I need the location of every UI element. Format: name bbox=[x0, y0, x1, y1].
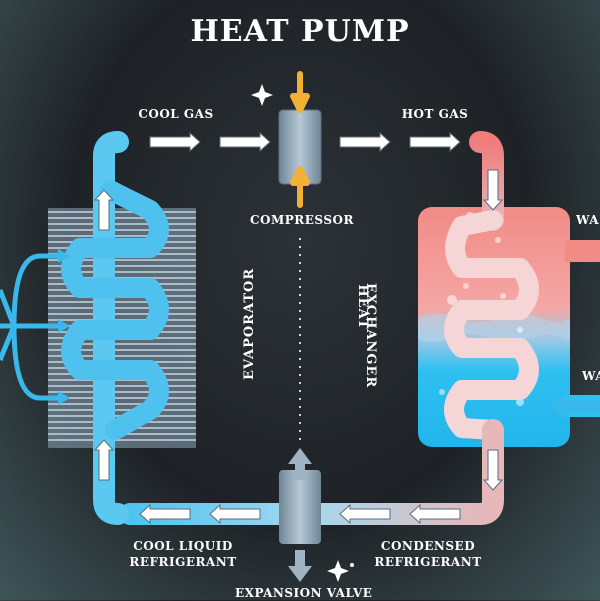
flow-arrows bbox=[93, 131, 504, 525]
flow-arrow bbox=[93, 189, 115, 231]
cool-gas-label: COOL GAS bbox=[138, 107, 214, 121]
condensed-label-line1: CONDENSED bbox=[380, 539, 476, 553]
expansion-valve-label: EXPANSION VALVE bbox=[235, 586, 373, 600]
flow-arrow bbox=[409, 503, 461, 525]
evaporator-label: EVAPORATOR bbox=[242, 267, 257, 380]
cool-liquid-label-line2: REFRIGERANT bbox=[129, 555, 237, 569]
flow-arrow bbox=[209, 503, 261, 525]
flow-arrow bbox=[149, 131, 201, 153]
sparkle-icon bbox=[327, 560, 349, 582]
air-flow-arrows bbox=[0, 253, 60, 401]
expansion-arrow-down-icon bbox=[288, 550, 312, 582]
heat-exchanger-label-line2: EXCHANGER bbox=[363, 283, 378, 389]
water-out-label: WA bbox=[576, 213, 600, 227]
compressor-arrow-up-icon bbox=[290, 166, 310, 208]
page-title: HEAT PUMP bbox=[190, 14, 410, 49]
cool-liquid-label-line1: COOL LIQUID bbox=[133, 539, 233, 553]
condensed-label-line2: REFRIGERANT bbox=[374, 555, 482, 569]
air-arrow-heads bbox=[58, 249, 70, 405]
water-arrows bbox=[550, 394, 600, 418]
compressor-arrow-down-icon bbox=[290, 71, 310, 113]
flow-arrow bbox=[93, 439, 115, 481]
expansion-valve bbox=[279, 448, 321, 582]
flow-arrow bbox=[482, 449, 504, 491]
flow-arrow bbox=[339, 131, 391, 153]
compressor bbox=[278, 71, 322, 208]
water-in-label: WA bbox=[582, 369, 600, 383]
flow-arrow bbox=[139, 503, 191, 525]
flow-arrow bbox=[482, 169, 504, 211]
expansion-arrow-up-icon bbox=[288, 448, 312, 480]
flow-arrow bbox=[409, 131, 461, 153]
flow-arrow bbox=[339, 503, 391, 525]
sparkle-icon bbox=[251, 84, 273, 106]
compressor-label: COMPRESSOR bbox=[250, 213, 354, 227]
flow-arrow bbox=[219, 131, 271, 153]
hot-gas-label: HOT GAS bbox=[401, 107, 469, 121]
